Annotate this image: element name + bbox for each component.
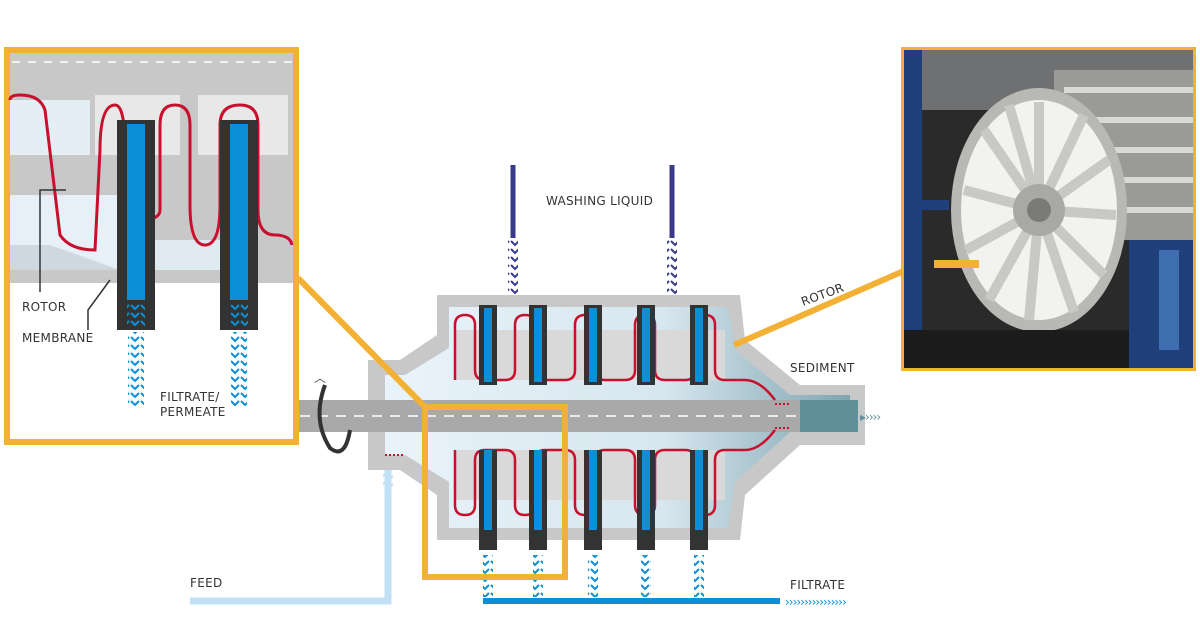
sediment-label: SEDIMENT [790,361,855,375]
washing-liquid-pipes [508,165,677,304]
svg-text:︿: ︿ [314,371,326,385]
filtrate-label: FILTRATE [790,578,845,592]
rotor-photo-leader [732,267,908,348]
zoom-area-frame [422,404,568,580]
membrane-detail-label: MEMBRANE [22,331,94,345]
feed-label: FEED [190,576,223,590]
svg-text:▸››››: ▸›››› [860,410,880,424]
svg-text:››››››››››››››››: ›››››››››››››››› [785,595,846,609]
feed-pipe [190,462,393,605]
washing-liquid-label: WASHING LIQUID [546,194,653,208]
rotor-shaft: ▸›››› ︿ [298,371,881,454]
rotor-photo-illustration [904,50,1193,368]
rotor-photo [904,50,1193,368]
rotor-detail-label: ROTOR [22,300,66,314]
filtrate-pipe: ›››››››››››››››› [483,595,847,609]
filtrate-permeate-label-line2: PERMEATE [160,405,226,419]
membranes-top [479,305,708,385]
filtrate-permeate-label-line1: FILTRATE/ [160,390,220,404]
detail-inset [4,47,299,445]
